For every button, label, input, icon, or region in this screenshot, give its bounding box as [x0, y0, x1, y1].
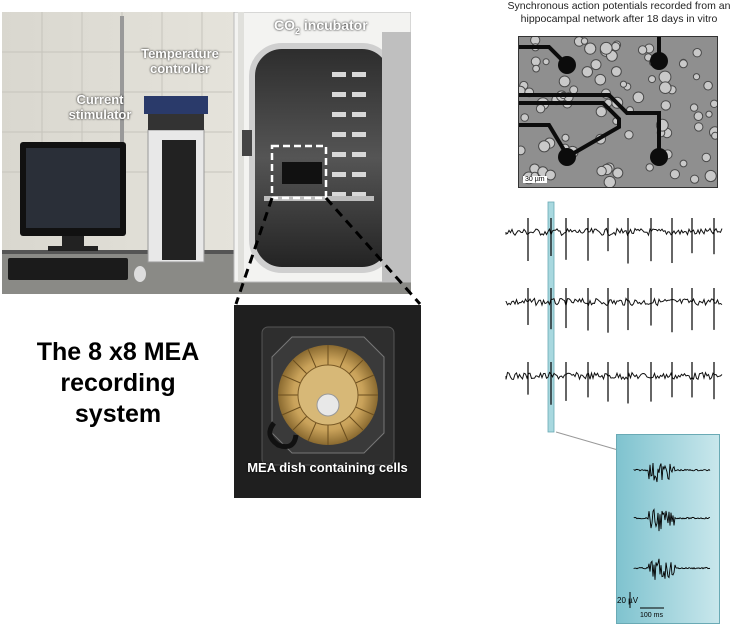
- cell-body: [595, 106, 607, 118]
- cell-body: [632, 91, 645, 104]
- cell-body: [710, 99, 717, 108]
- cell-body: [611, 42, 621, 52]
- cell-body: [693, 111, 704, 121]
- cell-body: [645, 163, 654, 172]
- cell-body: [659, 81, 672, 95]
- inset-waveform: [633, 508, 711, 532]
- spike-traces-plot: [505, 201, 723, 433]
- cell-body: [679, 159, 688, 168]
- recording-caption: Synchronous action potentials recorded f…: [507, 0, 731, 25]
- cell-body: [711, 131, 717, 140]
- amplitude-scale-label: 20 µV: [617, 596, 639, 605]
- cell-body: [599, 41, 613, 55]
- micrograph-scale-bar: 30 µm: [523, 176, 547, 183]
- cell-body: [669, 169, 680, 180]
- spike-inset-plot: [616, 434, 720, 624]
- temperature-controller-label: Temperature controller: [141, 46, 219, 76]
- cell-body: [704, 169, 717, 183]
- electrode-micrograph: 30 µm: [518, 36, 718, 188]
- cell-body: [520, 113, 529, 122]
- cell-body: [658, 70, 672, 84]
- cell-body: [542, 58, 550, 66]
- cell-body: [619, 80, 628, 88]
- spike-traces: [500, 196, 726, 436]
- system-title: The 8 x8 MEA recording system: [36, 338, 200, 428]
- cell-body: [594, 73, 607, 86]
- cell-body: [596, 165, 607, 177]
- cell-body: [703, 80, 713, 91]
- cell-body: [624, 130, 634, 140]
- cell-body: [705, 110, 713, 118]
- cell-body: [538, 140, 551, 153]
- cell-body: [678, 59, 688, 69]
- cell-body: [535, 104, 546, 114]
- cell-body: [545, 169, 556, 181]
- cell-body: [637, 45, 648, 55]
- cell-body: [530, 56, 541, 67]
- cell-body: [692, 73, 701, 81]
- cell-body: [569, 85, 579, 95]
- spike-inset: 20 µV 100 ms: [616, 434, 720, 624]
- cell-body: [689, 103, 699, 112]
- trace-line: [505, 227, 723, 237]
- inset-waveform: [633, 558, 711, 580]
- current-stimulator-label: Current stimulator: [68, 92, 132, 122]
- cell-body: [580, 37, 589, 45]
- cell-body: [660, 100, 672, 111]
- mea-dish-illustration: [234, 305, 421, 498]
- cell-body: [694, 122, 704, 132]
- lab-setup-photo: CO2 incubator Temperature controller Cur…: [2, 12, 411, 294]
- cell-body: [648, 75, 656, 84]
- trace-line: [505, 371, 723, 381]
- cell-body: [603, 175, 616, 187]
- cell-body: [561, 133, 570, 142]
- inset-waveform: [633, 462, 711, 483]
- time-scale-label: 100 ms: [640, 612, 663, 619]
- cell-body: [590, 59, 602, 71]
- mea-dish-label: MEA dish containing cells: [247, 460, 408, 475]
- cell-body: [558, 75, 571, 88]
- lab-setup-illustration: [2, 12, 411, 294]
- cell-body: [690, 174, 700, 184]
- trace-line: [505, 297, 723, 308]
- cell-body: [612, 167, 624, 179]
- cell-body: [701, 152, 712, 163]
- cell-body: [611, 66, 622, 77]
- cell-body: [581, 66, 594, 78]
- cell-body: [519, 145, 526, 156]
- cell-body: [584, 42, 597, 55]
- cell-body: [532, 64, 541, 73]
- cell-body: [692, 48, 702, 58]
- incubator-label: CO2 incubator: [274, 17, 368, 36]
- mea-dish-photo: MEA dish containing cells: [234, 305, 421, 498]
- micrograph-illustration: [519, 37, 717, 187]
